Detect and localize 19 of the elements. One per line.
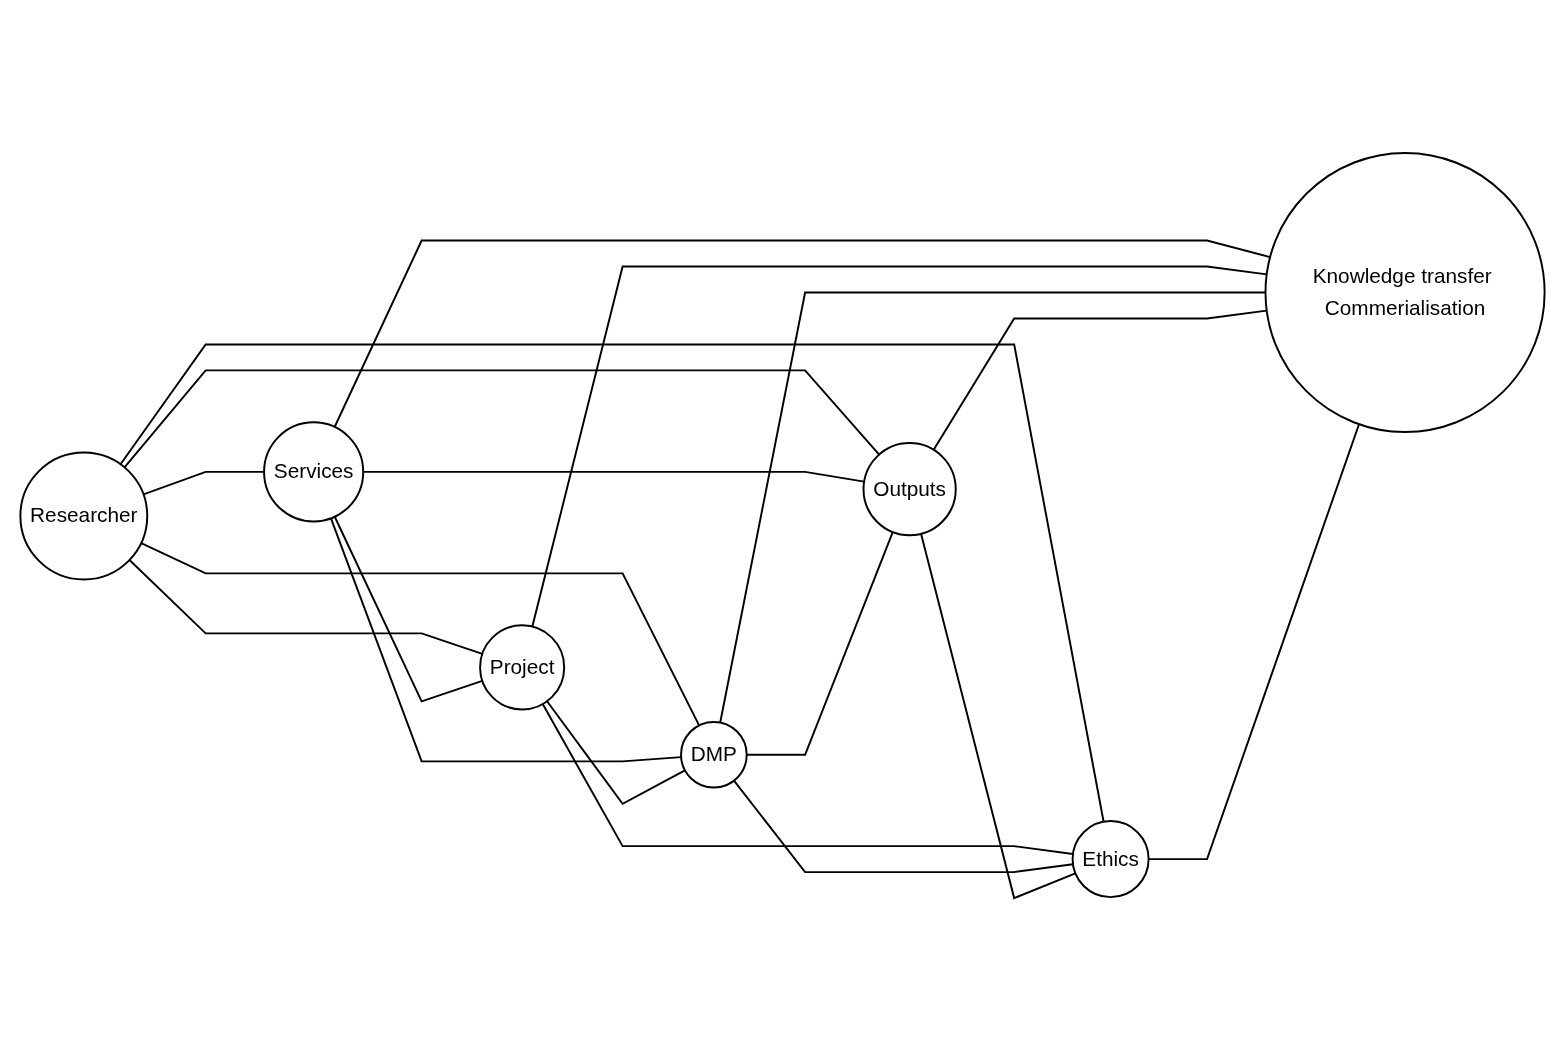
connector <box>546 700 686 805</box>
connector <box>733 779 1074 874</box>
connector <box>531 265 1268 628</box>
node-circle: Project <box>479 624 566 711</box>
connector <box>123 369 881 469</box>
node-circle: DMP <box>680 720 748 789</box>
node-circle: Ethics <box>1071 820 1150 899</box>
connector <box>140 542 701 727</box>
node-circle: Knowledge transfer Commerialisation <box>1264 151 1546 434</box>
connector <box>541 703 1074 856</box>
node-circle: Services <box>263 421 365 523</box>
connector <box>119 343 1105 823</box>
connector <box>920 532 1077 900</box>
connector <box>719 291 1267 724</box>
connector <box>128 559 484 655</box>
node-circle: Outputs <box>862 442 957 537</box>
connector <box>333 515 484 703</box>
node-circle: Researcher <box>19 451 149 581</box>
connector <box>932 309 1268 451</box>
